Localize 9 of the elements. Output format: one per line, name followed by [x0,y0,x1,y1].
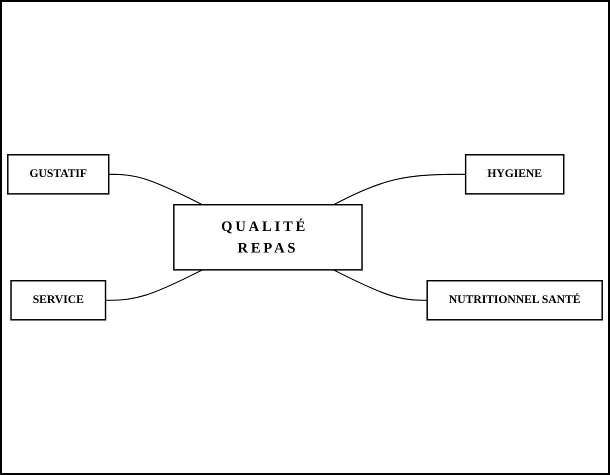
node-box: GUSTATIF [7,154,110,195]
connector [333,174,466,206]
connector [333,270,428,301]
connector [108,174,203,206]
node-box: NUTRITIONNEL SANTÉ [426,280,603,321]
node-box: SERVICE [10,280,106,321]
node-box: HYGIENE [464,154,564,195]
node-box: QUALITÉ REPAS [173,204,363,271]
connector [106,270,203,301]
